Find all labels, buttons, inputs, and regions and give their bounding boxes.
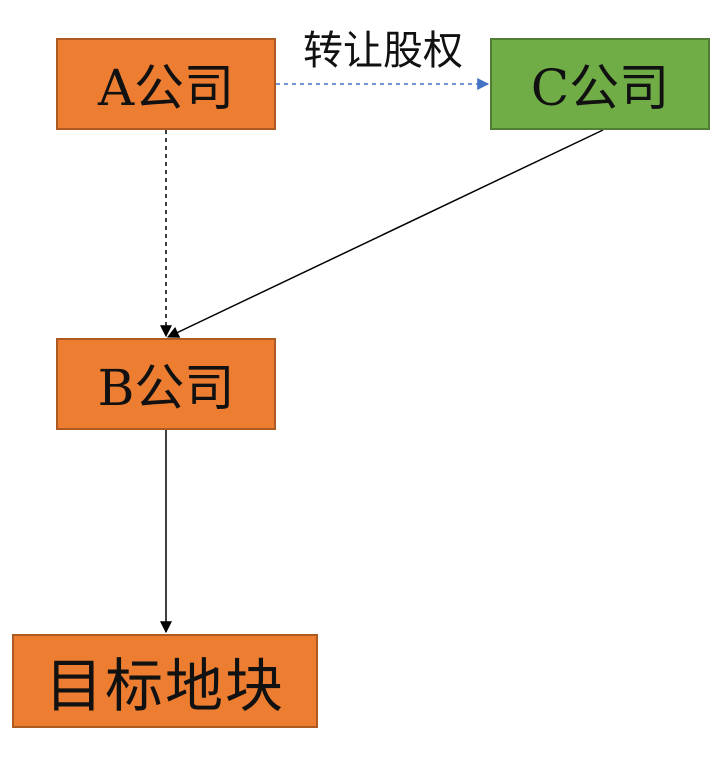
transfer-equity-label: 转让股权 xyxy=(303,28,463,74)
edge-c-to-b xyxy=(166,129,604,338)
node-company-b: B公司 xyxy=(56,338,276,430)
node-company-a: A公司 xyxy=(56,38,276,130)
node-target-land: 目标地块 xyxy=(12,634,318,728)
node-company-c: C公司 xyxy=(490,38,710,130)
